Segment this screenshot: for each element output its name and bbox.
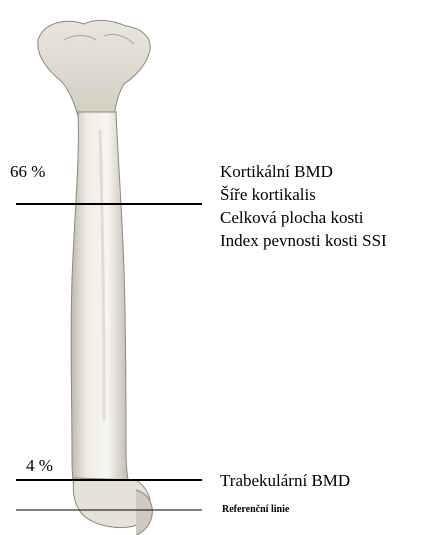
measurement-trabecular-bmd: Trabekulární BMD <box>220 469 350 492</box>
upper-measurements-list: Kortikální BMD Šíře kortikalis Celková p… <box>220 160 387 252</box>
measurement-total-area: Celková plocha kosti <box>220 206 387 229</box>
reference-line-label: Referenční linie <box>222 504 289 515</box>
percent-label-66: 66 % <box>10 162 45 182</box>
measurement-ssi: Index pevnosti kosti SSI <box>220 229 387 252</box>
measurement-cortical-width: Šíře kortikalis <box>220 183 387 206</box>
measurement-cortical-bmd: Kortikální BMD <box>220 160 387 183</box>
bone-proximal-head <box>38 20 150 116</box>
percent-label-4: 4 % <box>26 456 53 476</box>
